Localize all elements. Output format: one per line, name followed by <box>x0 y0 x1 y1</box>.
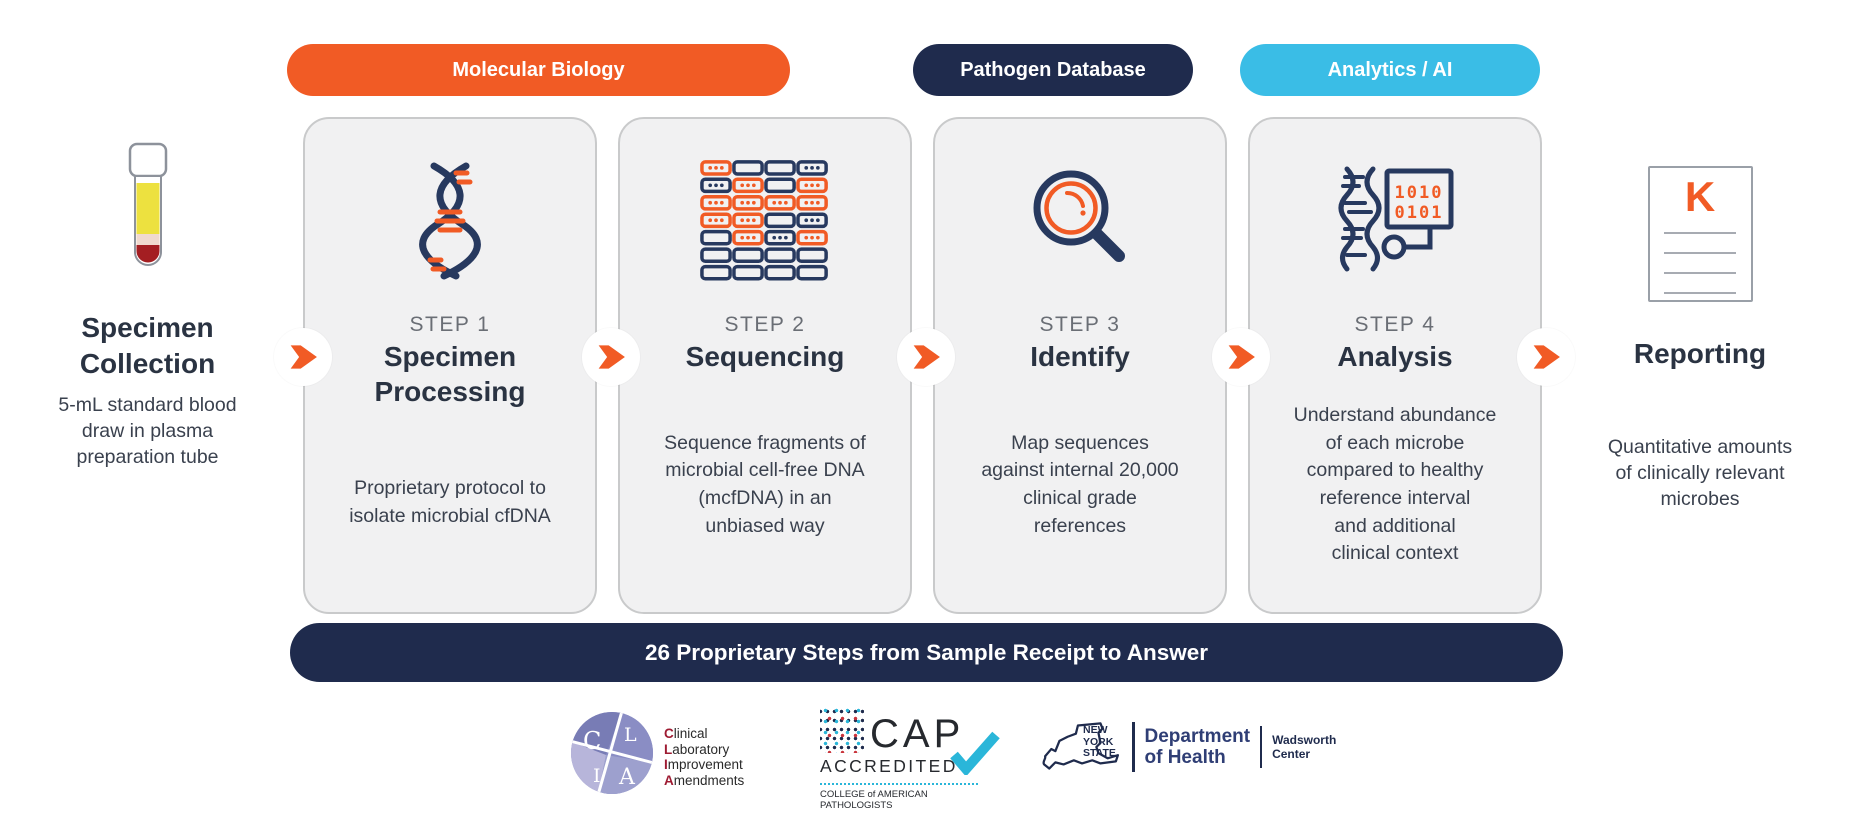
report-text-line <box>1664 252 1736 254</box>
report-text-line <box>1664 272 1736 274</box>
clia-circle-icon: C L I A <box>571 712 653 794</box>
step-1-card: STEP 1 Specimen Processing Proprietary p… <box>303 117 597 614</box>
flow-arrow-1 <box>274 328 332 386</box>
report-text-line <box>1664 292 1736 294</box>
reporting-section: K Reporting Quantitative amounts of clin… <box>1580 166 1820 513</box>
ny-divider <box>1132 722 1135 772</box>
specimen-collection-section: Specimen Collection 5-mL standard blood … <box>25 142 270 471</box>
magnifying-glass-icon <box>1033 170 1125 262</box>
step-2-description: Sequence fragments of microbial cell-fre… <box>664 431 866 537</box>
pathogen-database-label: Pathogen Database <box>960 58 1146 81</box>
binary-row-2: 0101 <box>1395 203 1444 223</box>
reporting-title: Reporting <box>1633 338 1767 369</box>
blood-tube-icon <box>128 142 167 266</box>
clia-letter-c: C <box>583 727 601 755</box>
step-2-title: Sequencing <box>685 341 845 372</box>
clia-word-amendments: Amendments <box>664 772 745 788</box>
step-3-label: STEP 3 <box>1039 313 1121 336</box>
dna-analysis-monitor-icon: 1010 0101 <box>1338 166 1454 272</box>
clia-logo: C L I A Clinical Laboratory Improvement … <box>570 711 744 795</box>
flow-arrow-3 <box>897 328 955 386</box>
clia-letter-i: I <box>593 765 601 787</box>
ny-wadsworth-label: Wadsworth Center <box>1272 733 1337 761</box>
pathogen-database-pill: Pathogen Database <box>913 44 1193 96</box>
analytics-ai-pill: Analytics / AI <box>1240 44 1540 96</box>
step-4-icon-wrap: 1010 0101 <box>1331 141 1459 301</box>
cap-status: ACCREDITED <box>820 756 958 776</box>
chevron-right-icon <box>598 345 625 369</box>
step-2-card: STEP 2 Sequencing Sequence fragments of … <box>618 117 912 614</box>
step-2-label: STEP 2 <box>724 313 806 336</box>
flow-arrow-2 <box>582 328 640 386</box>
clia-word-improvement: Improvement <box>664 757 743 772</box>
step-1-title: Specimen Processing <box>374 341 526 407</box>
nysdoh-logo: NEW YORK STATE Department of Health Wads… <box>1040 718 1336 776</box>
analytics-ai-label: Analytics / AI <box>1327 58 1453 81</box>
step-1-label: STEP 1 <box>409 313 491 336</box>
ny-state-label: NEW YORK STATE <box>1083 724 1116 759</box>
clia-text: Clinical Laboratory Improvement Amendmen… <box>664 711 744 795</box>
dna-helix-icon <box>419 162 481 280</box>
chevron-right-icon <box>1533 345 1560 369</box>
sequence-reads-icon <box>700 160 828 281</box>
flow-arrow-4 <box>1212 328 1270 386</box>
step-4-description: Understand abundance of each microbe com… <box>1293 403 1497 565</box>
step-3-icon-wrap <box>1024 141 1136 301</box>
clia-word-laboratory: Laboratory <box>664 741 730 757</box>
flow-arrow-5 <box>1517 328 1575 386</box>
step-4-label: STEP 4 <box>1354 313 1436 336</box>
step-1-description: Proprietary protocol to isolate microbia… <box>349 476 551 527</box>
chevron-right-icon <box>913 345 940 369</box>
step-4-card: 1010 0101 STEP 4 Analysis Understand abu… <box>1248 117 1542 614</box>
molecular-biology-label: Molecular Biology <box>452 58 625 81</box>
report-k-logo: K <box>1684 173 1716 220</box>
proprietary-steps-banner: 26 Proprietary Steps from Sample Receipt… <box>290 623 1563 682</box>
ny-department-label: Department of Health <box>1144 726 1251 768</box>
step-3-description: Map sequences against internal 20,000 cl… <box>981 431 1179 537</box>
step-3-title: Identify <box>1030 341 1130 372</box>
report-text-line <box>1664 232 1736 234</box>
clia-word-clinical: Clinical <box>664 726 708 741</box>
cap-name: CAP <box>870 712 965 757</box>
specimen-collection-title: Specimen Collection <box>79 312 216 379</box>
binary-row-1: 1010 <box>1395 183 1444 203</box>
step-4-title: Analysis <box>1337 341 1453 372</box>
step-2-icon-wrap <box>700 141 830 301</box>
new-york-state-outline-icon <box>1042 722 1120 770</box>
specimen-collection-description: 5-mL standard blood draw in plasma prepa… <box>58 393 237 469</box>
report-document-icon: K <box>1647 166 1753 302</box>
cap-checkmark-icon <box>950 731 1000 775</box>
clia-letter-l: L <box>624 724 637 746</box>
clia-letter-a: A <box>618 765 636 790</box>
cap-accredited-logo: CAP ACCREDITED COLLEGE of AMERICAN PATHO… <box>820 705 1000 811</box>
step-1-icon-wrap <box>412 141 488 301</box>
reporting-description: Quantitative amounts of clinically relev… <box>1607 435 1793 511</box>
cap-dot-matrix-icon <box>820 705 864 753</box>
cap-org: COLLEGE of AMERICAN PATHOLOGISTS <box>820 789 928 811</box>
chevron-right-icon <box>1228 345 1255 369</box>
step-3-card: STEP 3 Identify Map sequences against in… <box>933 117 1227 614</box>
cap-dotted-divider <box>820 783 978 785</box>
ny-divider <box>1260 726 1263 768</box>
molecular-biology-pill: Molecular Biology <box>287 44 790 96</box>
chevron-right-icon <box>290 345 317 369</box>
proprietary-steps-label: 26 Proprietary Steps from Sample Receipt… <box>644 639 1209 665</box>
